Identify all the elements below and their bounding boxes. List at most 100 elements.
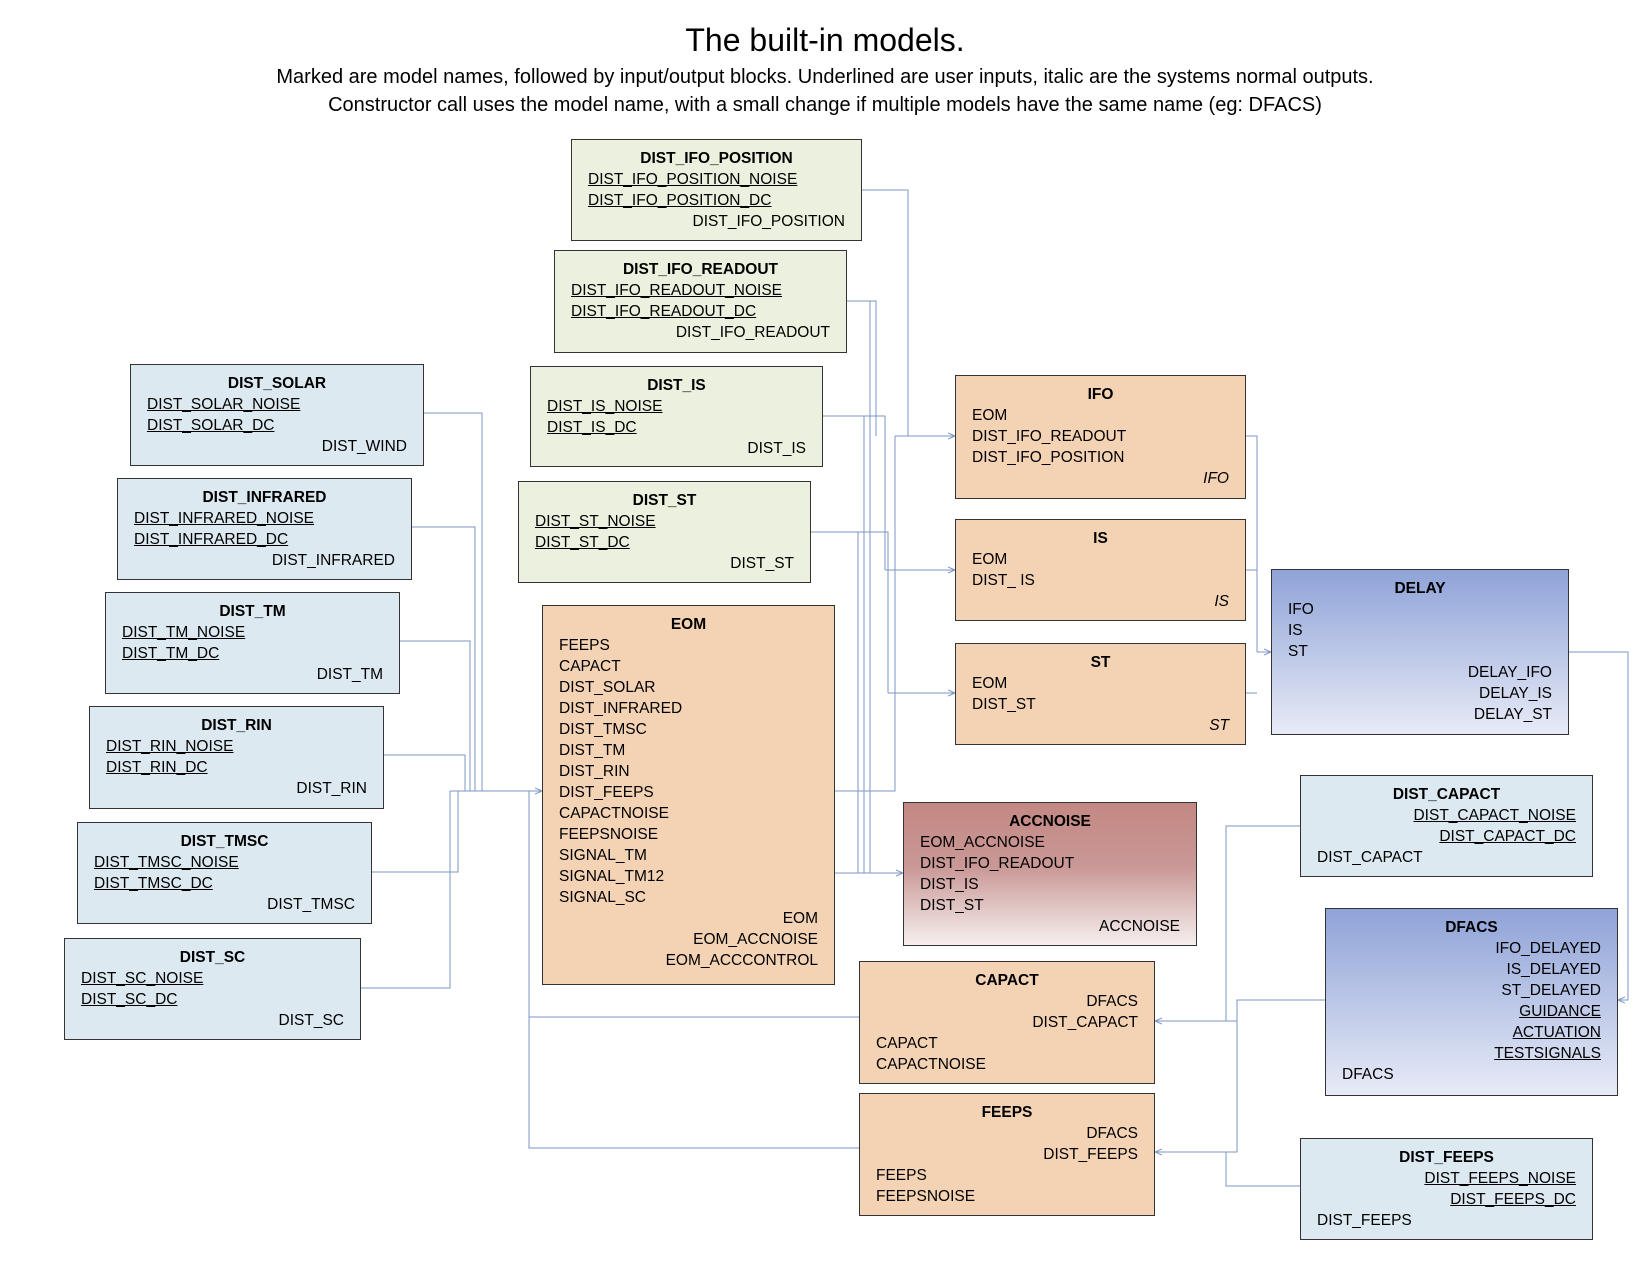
user-input: DIST_IFO_READOUT_NOISE [571,282,783,299]
block-dist-tm: DIST_TM DIST_TM_NOISE DIST_TM_DC DIST_TM [105,592,400,694]
block-output: DIST_RIN [296,780,367,797]
block-input: DIST_TMSC [559,721,647,738]
user-input: DIST_SC_DC [81,991,178,1008]
block-output: CAPACT [876,1035,938,1052]
user-input: DIST_TMSC_NOISE [94,854,239,871]
wire-dist-ifo-position [862,189,909,436]
block-capact: CAPACT DFACS DIST_CAPACT CAPACT CAPACTNO… [859,961,1155,1084]
user-input: DIST_FEEPS_NOISE [1424,1170,1576,1187]
user-input: DIST_TMSC_DC [94,875,213,892]
block-output: DIST_SC [278,1012,344,1029]
block-title: DIST_INFRARED [202,489,327,506]
block-output: DELAY_ST [1473,706,1552,723]
block-output: IS [1214,593,1229,610]
block-input: DIST_ST [972,696,1036,713]
user-input: DIST_TM_NOISE [122,624,246,641]
wire-eom-bus [835,436,896,792]
block-input: EOM [972,407,1008,424]
block-title: EOM [670,616,707,633]
block-input: DIST_IFO_READOUT [972,428,1127,445]
block-eom: EOM FEEPS CAPACT DIST_SOLAR DIST_INFRARE… [542,605,835,985]
user-input: DIST_TM_DC [122,645,220,662]
block-input: SIGNAL_SC [559,889,647,906]
block-input: IS [1288,622,1303,639]
block-title: DIST_SC [179,949,246,966]
block-dist-st: DIST_ST DIST_ST_NOISE DIST_ST_DC DIST_ST [518,481,811,583]
block-output: DFACS [1342,1066,1394,1083]
block-title: CAPACT [975,972,1039,989]
wire-dist-tmsc-eom [372,791,459,873]
user-input: TESTSIGNALS [1494,1045,1601,1062]
block-title: DIST_ST [632,492,697,509]
block-input: DIST_SOLAR [559,679,656,696]
user-input: DIST_INFRARED_NOISE [134,510,315,527]
user-input: DIST_CAPACT_DC [1439,828,1576,845]
block-title: DIST_SOLAR [227,375,327,392]
user-input: DIST_RIN_NOISE [106,738,234,755]
wire-dist-rin-eom [384,754,466,791]
block-title: DIST_IFO_READOUT [622,261,778,278]
block-input: CAPACT [559,658,621,675]
block-input: DIST_CAPACT [1032,1014,1138,1031]
block-dist-infrared: DIST_INFRARED DIST_INFRARED_NOISE DIST_I… [117,478,412,580]
block-output: DIST_INFRARED [271,552,395,569]
wire-dist-tm-eom [400,640,471,791]
wire-dfacs-capact [1155,999,1325,1021]
user-input: GUIDANCE [1519,1003,1601,1020]
block-title: DIST_TMSC [180,833,269,850]
block-input: ST [1288,643,1308,660]
block-title: DIST_FEEPS [1399,1149,1494,1166]
block-input: EOM_ACCNOISE [920,834,1045,851]
block-dist-tmsc: DIST_TMSC DIST_TMSC_NOISE DIST_TMSC_DC D… [77,822,372,924]
block-output: EOM [782,910,818,927]
page-title: The built-in models. [685,22,965,58]
block-title: DIST_CAPACT [1392,786,1501,803]
block-input: CAPACTNOISE [559,805,669,822]
block-input: EOM [972,551,1008,568]
block-dfacs: DFACS IFO_DELAYED IS_DELAYED ST_DELAYED … [1325,908,1618,1096]
block-dist-is: DIST_IS DIST_IS_NOISE DIST_IS_DC DIST_IS [530,366,823,467]
block-dist-ifo-position: DIST_IFO_POSITION DIST_IFO_POSITION_NOIS… [571,139,862,241]
block-st: ST EOM DIST_ST ST [955,643,1246,745]
wire-feeps-eom [528,1017,859,1149]
block-input: FEEPSNOISE [559,826,659,843]
block-input: FEEPS [559,637,610,654]
wire-dfacs-feeps [1155,1021,1238,1152]
wire-dist-ifo-readout [847,300,877,436]
block-dist-sc: DIST_SC DIST_SC_NOISE DIST_SC_DC DIST_SC [64,938,361,1040]
user-input: DIST_FEEPS_DC [1450,1191,1576,1208]
block-dist-rin: DIST_RIN DIST_RIN_NOISE DIST_RIN_DC DIST… [89,706,384,809]
block-input: DFACS [1086,1125,1138,1142]
wire-dist-infrared-eom [412,526,476,791]
user-input: DIST_INFRARED_DC [134,531,289,548]
block-dist-feeps: DIST_FEEPS DIST_FEEPS_NOISE DIST_FEEPS_D… [1300,1138,1593,1240]
user-input: DIST_IFO_POSITION_NOISE [588,171,798,188]
block-output: DIST_TM [316,666,383,683]
block-output: EOM_ACCCONTROL [665,952,818,969]
block-dist-capact: DIST_CAPACT DIST_CAPACT_NOISE DIST_CAPAC… [1300,775,1593,877]
block-title: IFO [1087,386,1114,403]
wire-dist-capact [1225,825,1300,1021]
user-input: DIST_CAPACT_NOISE [1413,807,1576,824]
user-input: DIST_SC_NOISE [81,970,204,987]
wire-dist-wind-eom [424,412,483,791]
user-input: DIST_SOLAR_DC [147,417,275,434]
page-subtitle-1: Marked are model names, followed by inpu… [276,66,1374,88]
block-output: DIST_IS [747,440,806,457]
block-input: DFACS [1086,993,1138,1010]
user-input: DIST_IFO_READOUT_DC [571,303,757,320]
wire-dist-feeps [1225,1152,1300,1187]
block-title: DIST_RIN [201,717,272,734]
block-input: DIST_FEEPS [1043,1146,1138,1163]
block-input: DIST_IFO_POSITION [972,449,1125,466]
block-output: DIST_WIND [321,438,407,455]
block-output: DIST_CAPACT [1317,849,1423,866]
block-output: DIST_IFO_READOUT [675,324,830,341]
user-input: DIST_ST_NOISE [535,513,656,530]
block-output: DIST_FEEPS [1317,1212,1412,1229]
user-input: DIST_ST_DC [535,534,630,551]
user-input: DIST_RIN_DC [106,759,208,776]
block-input: DIST_RIN [559,763,630,780]
block-input: DIST_IS [920,876,979,893]
wire-dist-sc-eom [361,791,451,989]
